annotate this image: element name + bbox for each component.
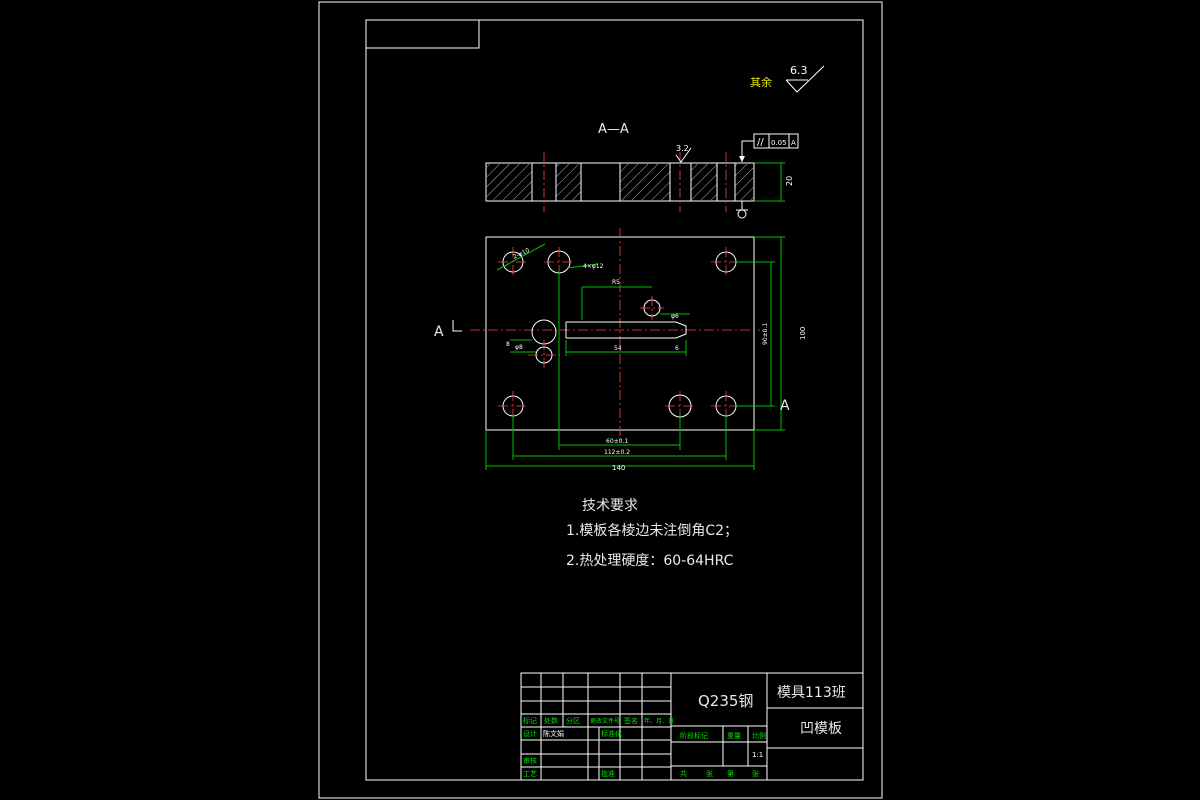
tolerance-value: 0.05 xyxy=(771,139,787,147)
dim-r: R5 xyxy=(612,279,620,286)
general-roughness-symbol: 其余 6.3 xyxy=(750,64,825,93)
tb-process-label: 工艺 xyxy=(523,770,537,778)
notes-title: 技术要求 xyxy=(582,498,638,514)
tb-class: 模具113班 xyxy=(777,685,846,701)
title-block: 标记 处数 分区 更改文件号 签名 年、月、日 设计 陈文娟 标准化 审核 工艺… xyxy=(520,672,864,781)
dim-phi: φ8 xyxy=(515,344,523,351)
tb-hdr-5: 年、月、日 xyxy=(644,717,674,725)
svg-text://: // xyxy=(757,137,764,148)
tb-std-label: 标准化 xyxy=(601,729,622,738)
tb-designer-label: 设计 xyxy=(523,729,537,738)
tb-hdr-1: 处数 xyxy=(544,716,558,725)
thickness-dim: 20 xyxy=(785,176,794,186)
sheet-outer-border xyxy=(318,1,883,799)
dim-inner-span: 60±0.1 xyxy=(606,438,628,445)
tb-hdr-3: 更改文件号 xyxy=(590,717,620,725)
tb-part-name: 凹模板 xyxy=(800,721,842,737)
section-mark-right: A xyxy=(780,398,790,414)
dim-small: φ6 xyxy=(671,313,679,320)
dim-height-inner: 90±0.1 xyxy=(762,323,769,345)
tb-hdr-0: 标记 xyxy=(523,716,537,725)
tb-sheet-total: 共 xyxy=(680,769,687,778)
section-hatch-3 xyxy=(620,164,670,200)
tb-stage-label: 阶段标记 xyxy=(680,731,708,740)
section-hatch-1 xyxy=(487,164,532,200)
tb-designer-name: 陈文娟 xyxy=(543,729,564,738)
tb-material: Q235钢 xyxy=(698,692,753,710)
dim-hole2: 4×φ12 xyxy=(583,263,604,270)
technical-notes: 技术要求 1.模板各棱边未注倒角C2； 2.热处理硬度：60-64HRC xyxy=(566,498,738,569)
section-hatch-2 xyxy=(556,164,581,200)
section-view-label: A—A xyxy=(598,122,629,137)
roughness-prefix: 其余 xyxy=(750,75,772,89)
tb-hdr-2: 分区 xyxy=(566,716,580,725)
dim-6: 6 xyxy=(675,345,679,352)
tb-scale-value: 1:1 xyxy=(752,751,763,759)
dim-54: 54 xyxy=(614,345,622,352)
tb-sheet-unit: 张 xyxy=(706,769,713,778)
section-mark-left: A xyxy=(434,324,444,340)
tolerance-datum: A xyxy=(791,139,796,147)
section-hatch-5 xyxy=(735,164,753,200)
drawing-number-box xyxy=(365,19,480,49)
roughness-value: 6.3 xyxy=(790,64,808,77)
dim-8: 8 xyxy=(506,341,510,348)
dim-hole1: 2-φ10 xyxy=(512,247,531,261)
section-view: 3.2 20 // 0.05 A xyxy=(485,133,799,219)
dim-hole-span: 112±0.2 xyxy=(604,449,630,456)
local-roughness: 3.2 xyxy=(676,144,689,153)
tb-weight-label: 重量 xyxy=(727,732,741,740)
note-item-2: 2.热处理硬度：60-64HRC xyxy=(566,553,734,569)
plan-view: 140 112±0.2 60±0.1 100 90±0.1 54 6 φ8 8 … xyxy=(434,228,807,472)
slot-cavity xyxy=(566,321,687,339)
tb-sheet-unit2: 张 xyxy=(752,769,759,778)
tb-sheet-no: 第 xyxy=(727,769,734,778)
tb-approve-label: 批准 xyxy=(601,769,615,778)
dim-height-outer: 100 xyxy=(799,327,807,340)
section-hatch-4 xyxy=(691,164,717,200)
tb-scale-label: 比例 xyxy=(752,731,766,740)
note-item-1: 1.模板各棱边未注倒角C2； xyxy=(566,523,738,539)
tb-hdr-4: 签名 xyxy=(624,716,638,725)
dim-overall-width: 140 xyxy=(612,464,625,472)
tb-review-label: 审核 xyxy=(523,756,537,765)
plan-dimensions xyxy=(485,236,785,470)
